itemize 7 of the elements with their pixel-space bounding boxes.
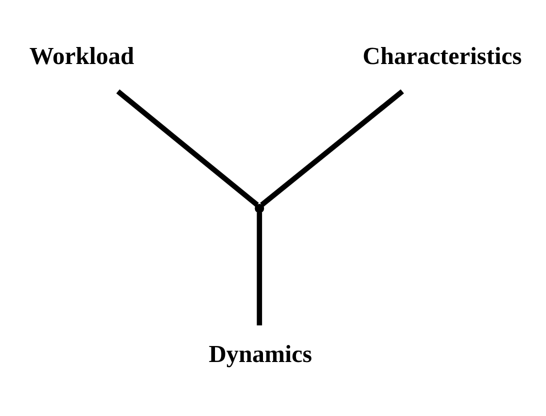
node-text: Workload [29, 42, 134, 70]
connector [260, 88, 404, 206]
connector [256, 212, 262, 325]
node-text: Dynamics [208, 340, 312, 368]
node-text: Characteristics [362, 42, 522, 70]
connector [116, 88, 259, 206]
node-point [254, 203, 264, 213]
